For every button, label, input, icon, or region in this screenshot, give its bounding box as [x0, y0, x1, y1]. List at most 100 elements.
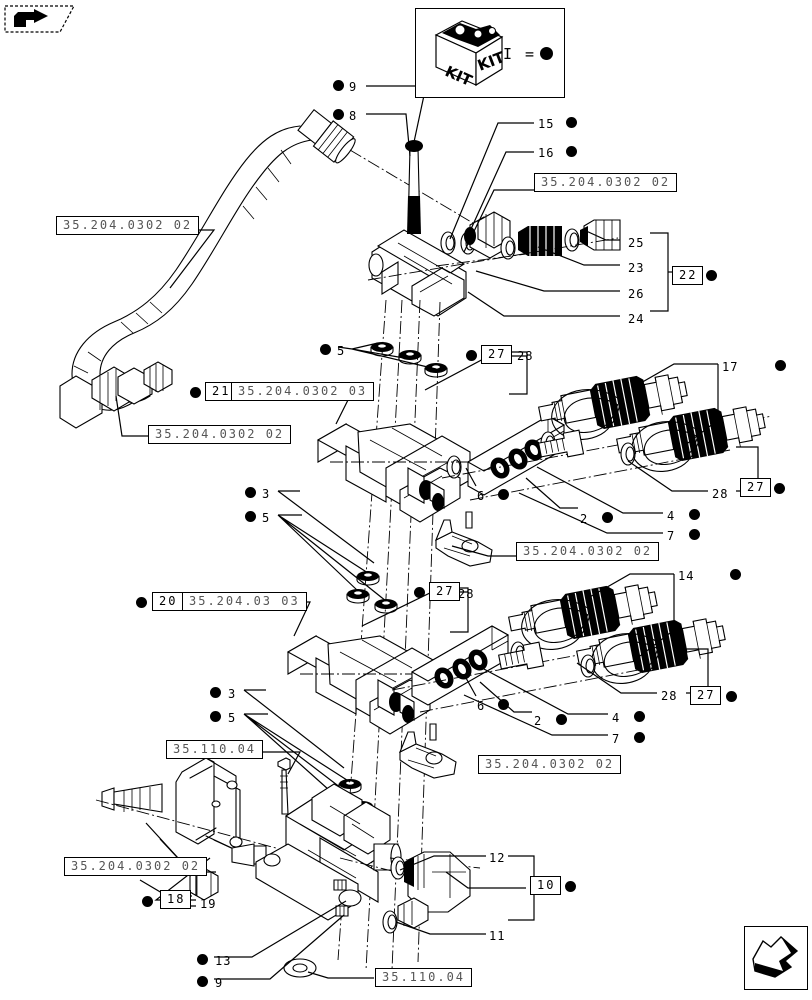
callout-number-8: 8 [349, 109, 358, 123]
callout-number-16: 16 [538, 146, 555, 160]
kit-bullet-8 [333, 109, 344, 120]
callout-number-7: 7 [612, 732, 621, 746]
kit-bullet-5 [210, 711, 221, 722]
kit-bullet-2 [556, 714, 567, 725]
hose-assembly-art [59, 108, 511, 429]
orientation-arrow-icon-bottom-right [744, 926, 808, 990]
reference-box[interactable]: 35.204.0302 02 [64, 857, 208, 876]
callout-number-26: 26 [628, 287, 645, 301]
callout-number-23: 23 [628, 261, 645, 275]
callout-number-14: 14 [678, 569, 695, 583]
kit-bullet-box-20 [136, 597, 147, 608]
kit-bullet-box-21 [190, 387, 201, 398]
small-bracket-upper [434, 511, 493, 567]
callout-number-4: 4 [612, 711, 621, 725]
reference-box[interactable]: 35.204.0302 02 [534, 173, 678, 192]
callout-number-25: 25 [628, 236, 645, 250]
callout-number-28: 28 [517, 349, 534, 363]
callout-number-6: 6 [477, 489, 486, 503]
kit-bullet-4 [689, 509, 700, 520]
item-number-box-20: 20 [152, 592, 184, 611]
kit-bullet-9 [333, 80, 344, 91]
kit-bullet-14 [730, 569, 741, 580]
item-number-box-10: 10 [530, 876, 562, 895]
callout-number-13: 13 [215, 954, 232, 968]
callout-number-9: 9 [349, 80, 358, 94]
callout-number-28: 28 [712, 487, 729, 501]
kit-box-icon: KIT KIT [434, 20, 508, 90]
reference-box[interactable]: 35.204.0302 02 [478, 755, 622, 774]
reference-box[interactable]: 35.110.04 [166, 740, 264, 759]
kit-bullet-7 [689, 529, 700, 540]
callout-number-9: 9 [215, 976, 224, 990]
reference-box[interactable]: 35.204.0302 02 [148, 425, 292, 444]
callout-number-3: 3 [228, 687, 237, 701]
kit-legend-equals: I = [503, 45, 537, 63]
item-number-box-27: 27 [429, 582, 461, 601]
kit-bullet-box-27 [414, 587, 425, 598]
item-number-box-18: 18 [160, 890, 192, 909]
top-valve-body-art [367, 140, 621, 317]
kit-bullet-3 [210, 687, 221, 698]
callout-number-4: 4 [667, 509, 676, 523]
callout-number-7: 7 [667, 529, 676, 543]
kit-bullet-13 [197, 954, 208, 965]
item-number-box-27: 27 [481, 345, 513, 364]
kit-bullet-3 [245, 487, 256, 498]
reference-box[interactable]: 35.204.03 03 [182, 592, 307, 611]
kit-legend-bullet [540, 47, 553, 60]
valve-section-upper-art [316, 423, 490, 523]
kit-bullet-box-27 [774, 483, 785, 494]
washer-row-mid [277, 490, 398, 614]
kit-bullet-box-18 [142, 896, 153, 907]
bottom-valve-body-art [189, 783, 481, 978]
kit-bullet-box-27 [466, 350, 477, 361]
callout-number-12: 12 [489, 851, 506, 865]
kit-bullet-box-10 [565, 881, 576, 892]
item-number-box-27: 27 [690, 686, 722, 705]
callout-number-3: 3 [262, 487, 271, 501]
callout-number-2: 2 [580, 512, 589, 526]
leader-lines [115, 85, 759, 980]
elbow-fitting-art [382, 851, 471, 934]
kit-bullet-box-22 [706, 270, 717, 281]
kit-bullet-box-27 [726, 691, 737, 702]
item-number-box-27: 27 [740, 478, 772, 497]
callout-number-15: 15 [538, 117, 555, 131]
kit-bullet-6 [498, 489, 509, 500]
kit-bullet-17 [775, 360, 786, 371]
kit-bullet-5 [320, 344, 331, 355]
kit-bullet-5 [245, 511, 256, 522]
kit-bullet-6 [498, 699, 509, 710]
reference-box[interactable]: 35.110.04 [375, 968, 473, 987]
callout-number-11: 11 [489, 929, 506, 943]
mounting-bracket-art [95, 757, 291, 867]
callout-number-5: 5 [262, 511, 271, 525]
callout-number-28: 28 [661, 689, 678, 703]
manifold-block-upper [441, 415, 773, 501]
washer-row-top [351, 341, 448, 378]
callout-number-24: 24 [628, 312, 645, 326]
callout-number-17: 17 [722, 360, 739, 374]
small-bracket-lower [398, 723, 457, 779]
reference-box[interactable]: 35.204.0302 03 [231, 382, 375, 401]
callout-number-6: 6 [477, 699, 486, 713]
item-number-box-21: 21 [205, 382, 237, 401]
kit-bullet-4 [634, 711, 645, 722]
callout-number-28: 28 [458, 587, 475, 601]
kit-bullet-16 [566, 146, 577, 157]
callout-number-19: 19 [200, 897, 217, 911]
callout-number-5: 5 [228, 711, 237, 725]
callout-number-5: 5 [337, 344, 346, 358]
manifold-block-lower [391, 625, 723, 713]
orientation-arrow-icon-top-left [4, 4, 76, 34]
reference-box[interactable]: 35.204.0302 02 [56, 216, 200, 235]
reference-box[interactable]: 35.204.0302 02 [516, 542, 660, 561]
kit-bullet-9 [197, 976, 208, 987]
kit-bullet-7 [634, 732, 645, 743]
kit-bullet-15 [566, 117, 577, 128]
kit-bullet-2 [602, 512, 613, 523]
item-number-box-22: 22 [672, 266, 704, 285]
